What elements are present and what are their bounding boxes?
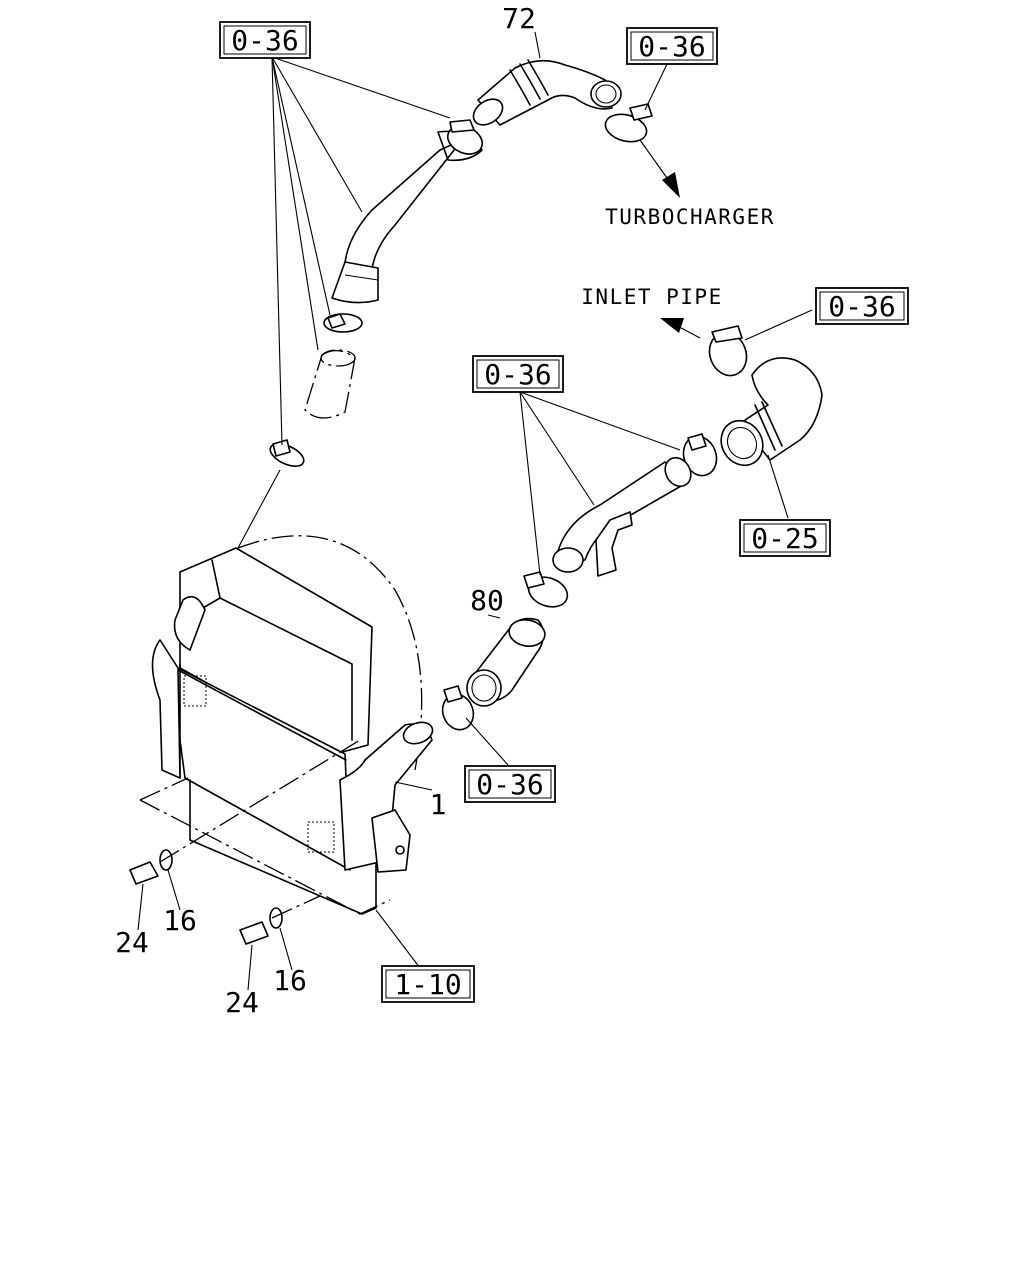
bolt-left [129,849,173,885]
label-part-24-right: 24 [225,986,259,1019]
leader-lines [137,31,813,991]
svg-text:0-36: 0-36 [484,358,551,391]
label-part-1: 1 [430,788,447,821]
svg-text:0-36: 0-36 [231,24,298,57]
svg-text:0-36: 0-36 [476,768,543,801]
bolt-right [239,907,283,945]
label-part-80: 80 [470,584,504,617]
callout-lower-clamp: 0-36 [464,765,556,803]
turbocharger-arrow [639,139,680,198]
callout-top-right: 0-36 [626,27,718,65]
svg-text:0-25: 0-25 [751,522,818,555]
inlet-pipe-note: INLET PIPE [581,285,722,309]
callout-intercooler: 1-10 [381,965,475,1003]
label-part-24-left: 24 [115,926,149,959]
core-grid-right [307,821,335,853]
svg-text:0-36: 0-36 [638,30,705,63]
turbocharger-note: TURBOCHARGER [605,205,775,229]
right-pipe-assembly [441,318,823,731]
upper-pipe-assembly [269,59,653,467]
label-part-16-right: 16 [273,964,307,997]
callout-top-left: 0-36 [219,21,311,59]
label-part-16-left: 16 [163,904,197,937]
intercooler-core [139,535,434,915]
callout-mid-clamps: 0-36 [472,355,564,393]
svg-text:1-10: 1-10 [394,968,461,1001]
callout-inlet-clamp: 0-36 [815,287,909,325]
core-grid-left [183,675,207,707]
callout-hose: 0-25 [739,519,831,557]
svg-text:0-36: 0-36 [828,290,895,323]
label-part-72: 72 [502,2,536,35]
